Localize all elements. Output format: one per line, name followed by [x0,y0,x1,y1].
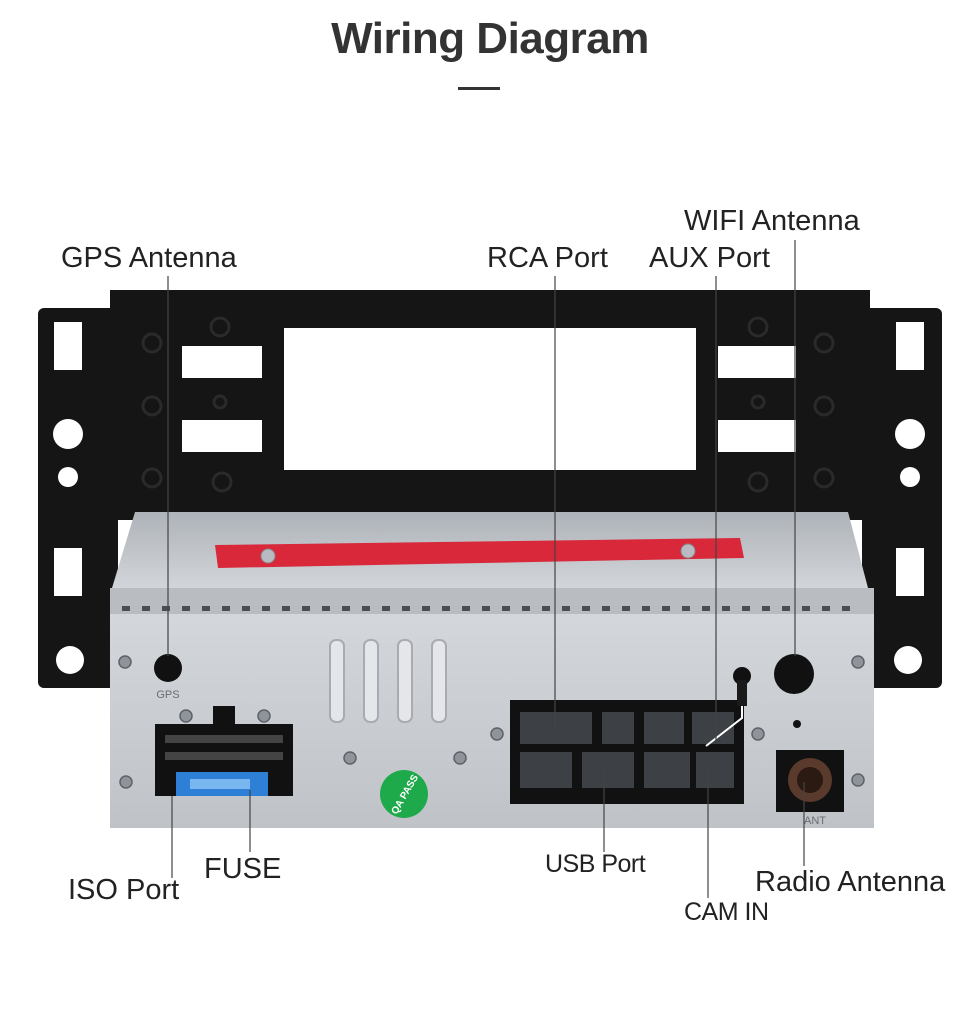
gps-jack-mark: GPS [156,689,179,701]
wifi-antenna-jack [774,654,814,728]
label-fuse: FUSE [204,853,282,885]
label-radio-antenna: Radio Antenna [755,866,946,898]
label-wifi-antenna: WIFI Antenna [684,205,860,237]
chassis-top [112,512,868,588]
qa-pass-sticker: QA PASS [380,770,428,818]
gps-jack: GPS [154,654,182,701]
leader-lines [167,240,805,898]
page-title: Wiring Diagram [331,14,649,63]
label-aux-port: AUX Port [649,242,770,274]
iso-connector [155,706,293,796]
label-usb-port: USB Port [545,850,646,878]
label-gps-antenna: GPS Antenna [61,242,237,274]
radio-antenna-jack: ANT [776,750,844,827]
ant-jack-mark: ANT [804,815,826,827]
label-iso-port: ISO Port [68,874,180,906]
title-underline [458,87,500,90]
label-cam-in: CAM IN [684,898,769,926]
mounting-frame [38,290,942,688]
port-block [510,667,751,804]
label-rca-port: RCA Port [487,242,608,274]
